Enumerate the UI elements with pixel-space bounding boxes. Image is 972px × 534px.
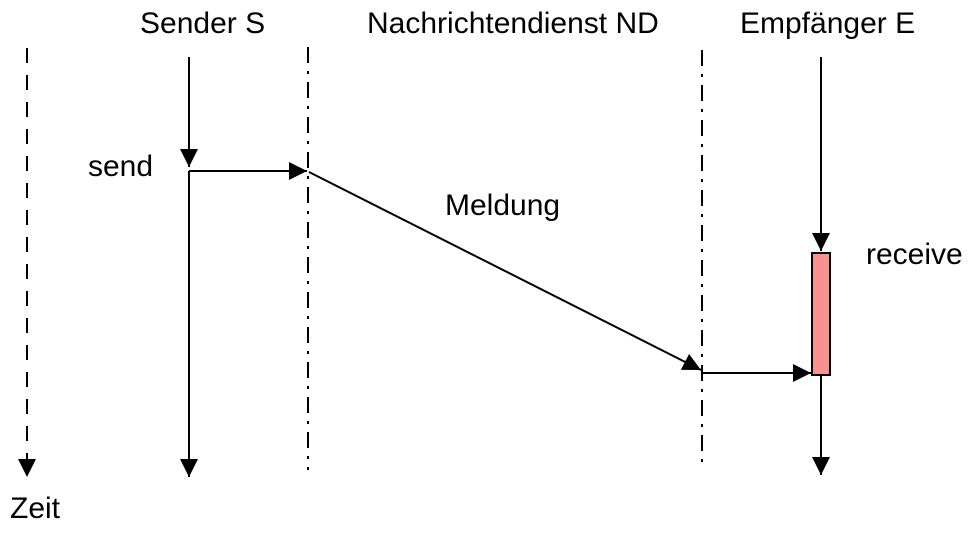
activation-bar [811,252,831,376]
message-label-receive: receive [866,238,963,271]
actor-label-sender: Sender S [140,7,266,40]
message-label-meldung: Meldung [445,189,561,222]
time-axis-label: Zeit [10,492,61,525]
actor-label-receiver: Empfänger E [740,7,916,40]
message-label-send: send [88,150,154,183]
meldung-arrow [308,171,702,371]
actor-label-service: Nachrichtendienst ND [367,7,659,40]
